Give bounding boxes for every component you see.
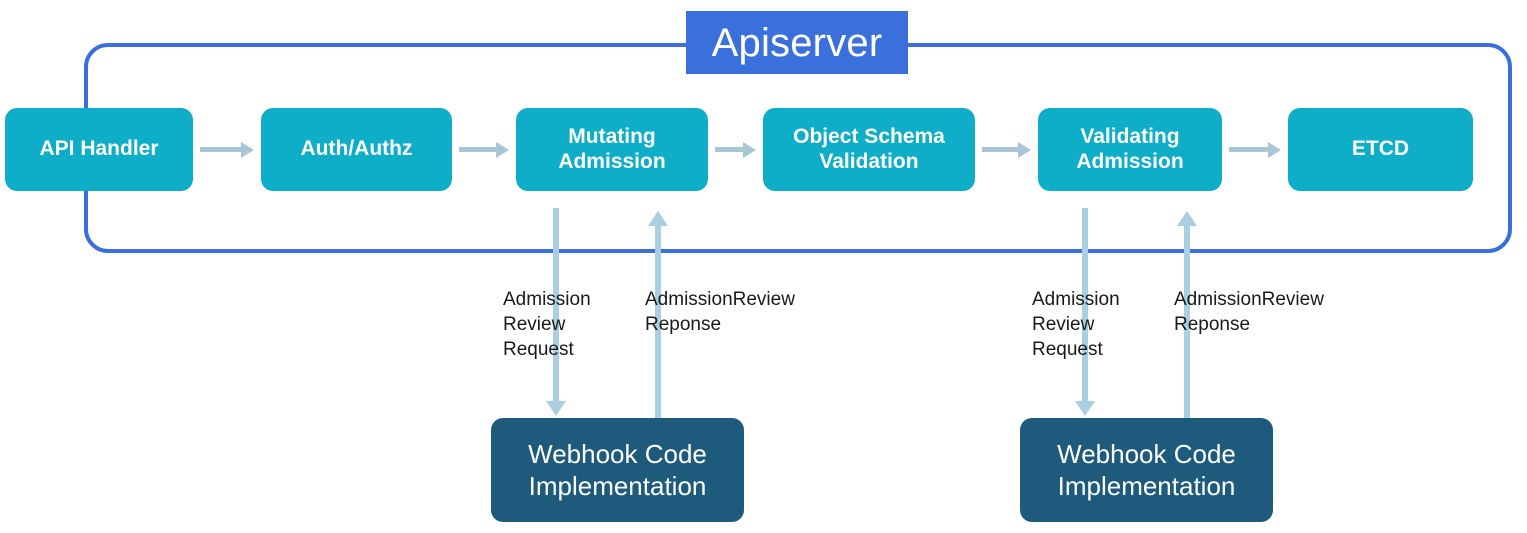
flow-label-validating-request: Admission Review Request [1032, 289, 1120, 361]
arrow-shaft [1229, 147, 1268, 152]
arrow-api-handler-to-auth-authz [200, 141, 254, 158]
arrow-head-down-icon-mutating-request [546, 401, 566, 416]
arrow-head-up-icon-validating-response [1177, 211, 1197, 226]
flow-line-validating-request [1082, 208, 1088, 403]
flow-label-mutating-request: Admission Review Request [503, 289, 591, 361]
arrow-shaft [982, 147, 1018, 152]
arrow-validating-admission-to-etcd [1229, 141, 1281, 158]
arrow-object-schema-validation-to-validating-admission [982, 141, 1031, 158]
stage-box-auth-authz[interactable]: Auth/Authz [261, 108, 452, 191]
apiserver-title-label: Apiserver [686, 11, 908, 74]
stage-box-object-schema-validation[interactable]: Object Schema Validation [763, 108, 975, 191]
flow-line-mutating-response [655, 226, 661, 418]
arrow-head-down-icon-validating-request [1075, 401, 1095, 416]
arrow-head-right-icon [743, 141, 756, 158]
arrow-head-right-icon [241, 141, 254, 158]
arrow-head-right-icon [496, 141, 509, 158]
arrow-shaft [200, 147, 241, 152]
flow-line-validating-response [1184, 226, 1190, 418]
arrow-head-right-icon [1018, 141, 1031, 158]
flow-line-mutating-request [553, 208, 559, 403]
stage-box-mutating-admission[interactable]: Mutating Admission [516, 108, 708, 191]
stage-box-etcd[interactable]: ETCD [1288, 108, 1473, 191]
webhook-box-mutating[interactable]: Webhook Code Implementation [491, 418, 744, 522]
arrow-auth-authz-to-mutating-admission [459, 141, 509, 158]
arrow-head-right-icon [1268, 141, 1281, 158]
stage-box-validating-admission[interactable]: Validating Admission [1038, 108, 1222, 191]
arrow-mutating-admission-to-object-schema-validation [715, 141, 756, 158]
flow-label-mutating-response: AdmissionReview Reponse [645, 289, 795, 336]
stage-box-api-handler[interactable]: API Handler [5, 108, 193, 191]
flow-label-validating-response: AdmissionReview Reponse [1174, 289, 1324, 336]
arrow-shaft [459, 147, 496, 152]
arrow-head-up-icon-mutating-response [648, 211, 668, 226]
webhook-box-validating[interactable]: Webhook Code Implementation [1020, 418, 1273, 522]
arrow-shaft [715, 147, 743, 152]
